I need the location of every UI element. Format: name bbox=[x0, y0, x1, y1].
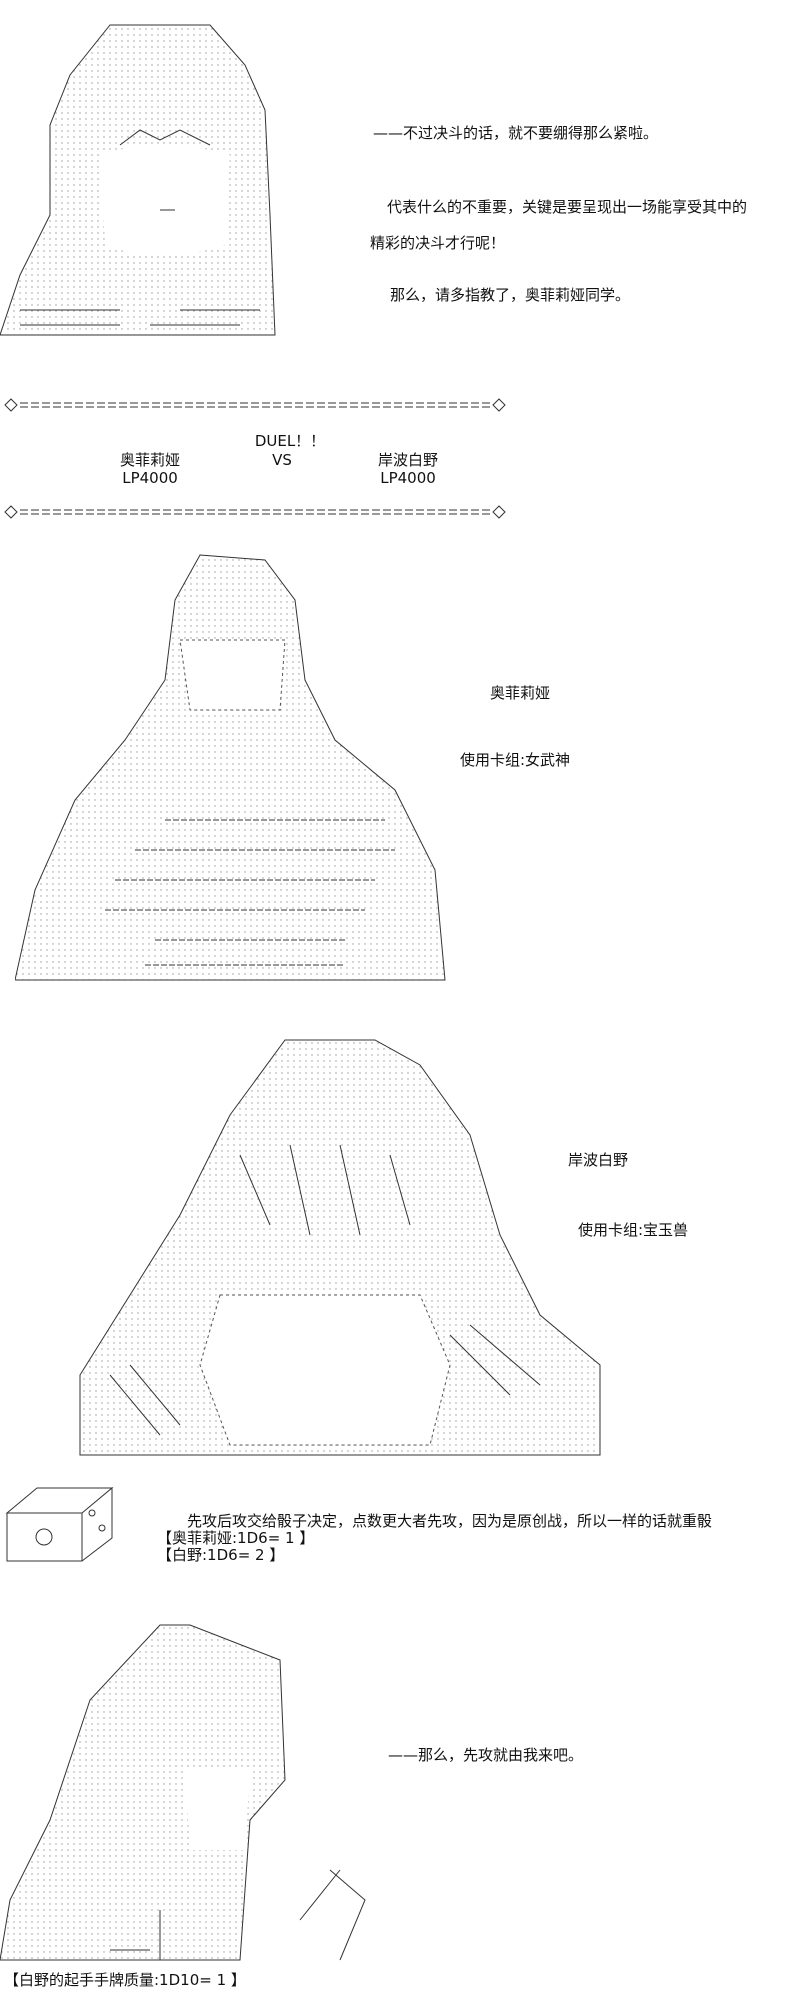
dice-roll-hakuno: 【白野:1D6= 2 】 bbox=[157, 1546, 285, 1564]
player1-panel-name: 奥菲莉娅 bbox=[490, 684, 551, 702]
dice-rule-text: 先攻后攻交给骰子决定，点数更大者先攻，因为是原创战，所以一样的话就重骰 bbox=[187, 1512, 713, 1530]
dialogue-line: ——不过决斗的话，就不要绷得那么紧啦。 bbox=[373, 124, 659, 142]
dialogue-line: 精彩的决斗才行呢！ bbox=[370, 234, 506, 252]
hand-quality-roll: 【白野的起手手牌质量:1D10= 1 】 bbox=[4, 1971, 246, 1989]
dialogue-line: 代表什么的不重要，关键是要呈现出一场能享受其中的 bbox=[387, 198, 748, 216]
player2-name: 岸波白野 bbox=[377, 451, 439, 469]
dice-icon bbox=[5, 1486, 114, 1562]
vs-label: VS bbox=[272, 451, 292, 469]
player1-name: 奥菲莉娅 bbox=[119, 451, 181, 469]
player2-lp: LP4000 bbox=[380, 469, 436, 487]
dialogue-line: 那么，请多指教了，奥菲莉娅同学。 bbox=[390, 286, 631, 304]
dice-roll-ophelia: 【奥菲莉娅:1D6= 1 】 bbox=[157, 1529, 315, 1547]
section-divider bbox=[4, 398, 506, 412]
ascii-art-character-hakuno-3 bbox=[0, 1624, 366, 1961]
duel-title: DUEL！！ bbox=[254, 432, 326, 450]
dialogue-line: ——那么，先攻就由我来吧。 bbox=[388, 1746, 584, 1764]
player2-panel-name: 岸波白野 bbox=[568, 1151, 629, 1169]
ascii-art-character-hakuno-2 bbox=[79, 1039, 601, 1456]
ascii-art-character-hakuno bbox=[0, 24, 276, 336]
player1-lp: LP4000 bbox=[122, 469, 178, 487]
player2-panel-deck: 使用卡组:宝玉兽 bbox=[578, 1221, 689, 1239]
section-divider bbox=[4, 505, 506, 519]
ascii-art-character-ophelia bbox=[15, 554, 446, 981]
player1-panel-deck: 使用卡组:女武神 bbox=[460, 751, 571, 769]
